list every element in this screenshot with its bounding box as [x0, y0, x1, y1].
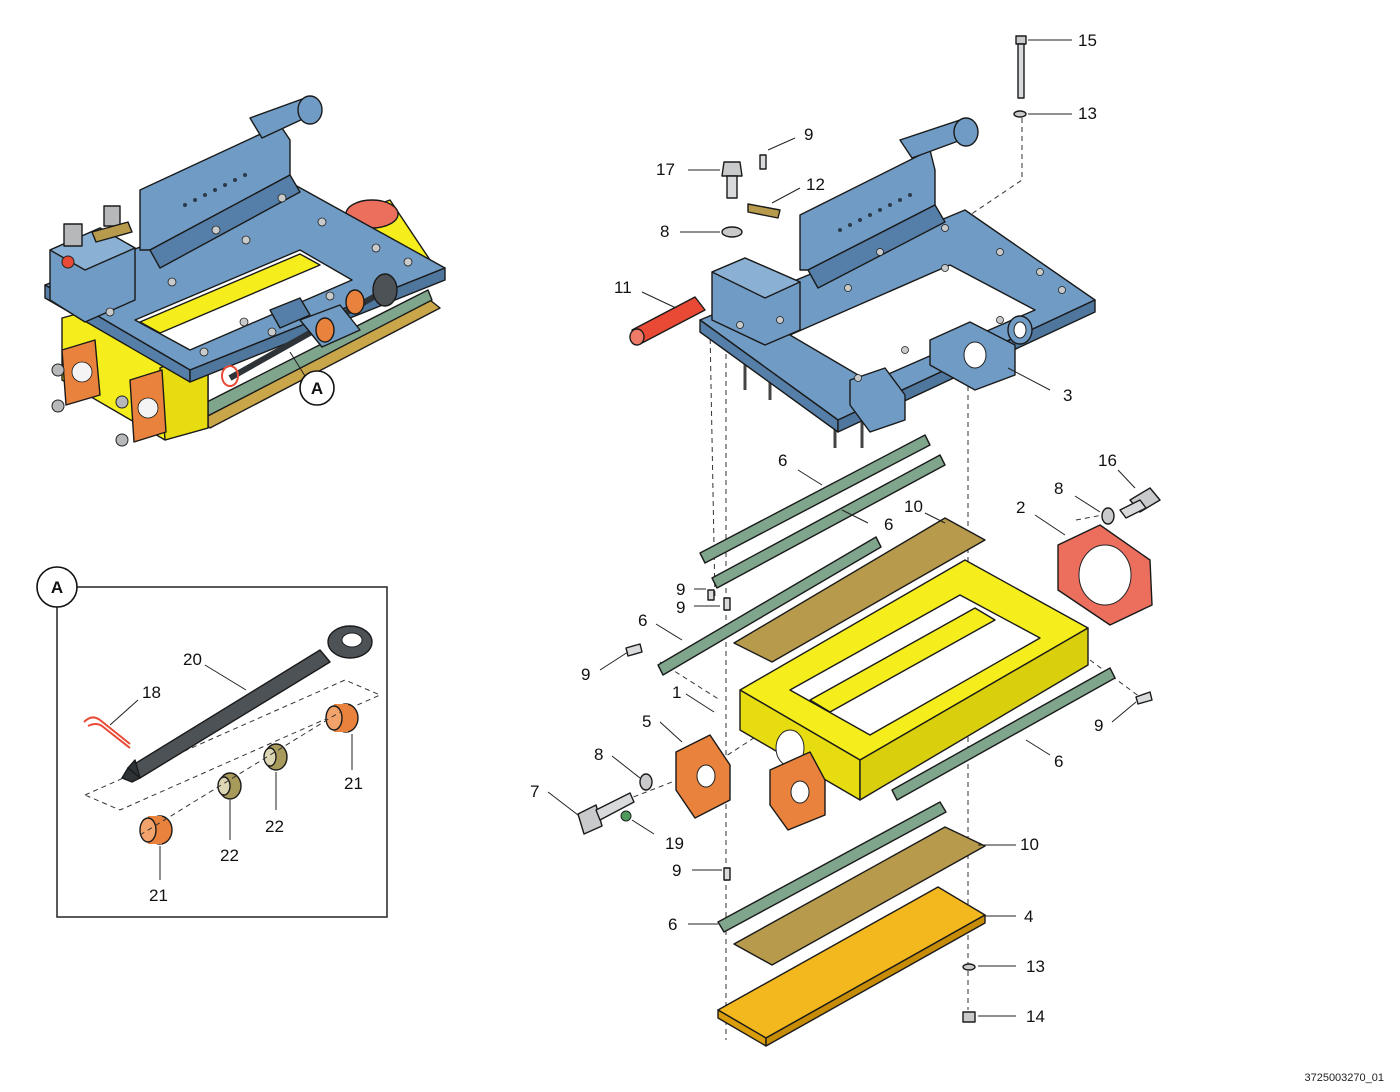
assembled-handle [139, 95, 323, 269]
callout-3: 3 [1063, 386, 1072, 405]
callout-15: 15 [1078, 31, 1097, 50]
callout-10-bottom: 10 [1020, 835, 1039, 854]
detail-a-badge [36, 566, 78, 608]
callout-8-right: 8 [1054, 479, 1063, 498]
part-9-pin-bottom [723, 867, 731, 881]
part-8-washer-right [1101, 507, 1115, 525]
part-9-pin-top [759, 154, 767, 170]
part-17-bolt [721, 161, 743, 199]
part-5-bracket-installed [769, 751, 826, 831]
part-2-flange [1057, 524, 1153, 626]
part-19-fitting [620, 810, 632, 822]
callout-9-top: 9 [804, 125, 813, 144]
callout-9-left-1: 9 [676, 580, 685, 599]
exploded-view: 15 13 9 17 12 8 11 3 16 8 2 10 6 6 9 9 6… [530, 31, 1161, 1047]
callout-22-left: 22 [220, 846, 239, 865]
part-6-strip-lower [717, 801, 947, 933]
part-5-bracket [675, 734, 731, 819]
callout-9-bottom: 9 [672, 861, 681, 880]
part-8-washer-top [721, 226, 743, 238]
callout-16: 16 [1098, 451, 1117, 470]
callout-6-right: 6 [1054, 752, 1063, 771]
callout-2: 2 [1016, 498, 1025, 517]
callout-6-bottom: 6 [668, 915, 677, 934]
detail-a-marker-label: A [311, 379, 323, 398]
assembled-right-bracket [115, 369, 167, 447]
part-6-strip-right [891, 667, 1116, 801]
part-11-pin [629, 296, 706, 346]
part-21-bushing-bottom [139, 815, 173, 845]
callout-13-top: 13 [1078, 104, 1097, 123]
callouts: 15 13 9 17 12 8 11 3 16 8 2 10 6 6 9 9 6… [530, 31, 1117, 1026]
part-21-bushing-top [325, 703, 359, 733]
part-6-strip-left [657, 536, 882, 676]
part-9-pin-side-left [625, 643, 643, 657]
part-14-nut [962, 1011, 976, 1023]
callout-19: 19 [665, 834, 684, 853]
callout-13-bottom: 13 [1026, 957, 1045, 976]
part-6-strip-upper-2 [711, 454, 946, 589]
part-1-yellow-chassis [739, 559, 1089, 801]
leader-lines [547, 39, 1137, 1017]
callout-21-top: 21 [344, 774, 363, 793]
part-13-washer-bottom [962, 963, 976, 971]
callout-9-left-2: 9 [676, 598, 685, 617]
part-18-cotter-pin [83, 716, 131, 749]
part-3-blue-frame [699, 117, 1096, 448]
callout-20: 20 [183, 650, 202, 669]
part-9-pin-side-right [1135, 691, 1153, 705]
assembled-view: A [44, 95, 446, 447]
detail-a-marker [299, 370, 335, 406]
callout-1: 1 [672, 683, 681, 702]
callout-11: 11 [614, 278, 632, 297]
callout-21-bottom: 21 [149, 886, 168, 905]
part-7-bolt [577, 792, 635, 835]
part-16-bolt [1119, 487, 1161, 519]
part-9-pin-left-1 [707, 589, 715, 601]
callout-8-mid: 8 [594, 745, 603, 764]
callout-9-side: 9 [581, 665, 590, 684]
callout-5: 5 [642, 712, 651, 731]
part-9-pin-left-2 [723, 597, 731, 611]
callout-8-top: 8 [660, 222, 669, 241]
assembled-rod-detail-a [221, 273, 398, 387]
part-13-washer-top [1013, 110, 1027, 118]
callout-6-top: 6 [778, 451, 787, 470]
callout-7: 7 [530, 782, 539, 801]
callout-9-right: 9 [1094, 716, 1103, 735]
callout-22-right: 22 [265, 817, 284, 836]
part-20-rod [121, 625, 373, 783]
detail-a-badge-label: A [51, 578, 63, 597]
drawing-number: 3725003270_01 [1304, 1072, 1384, 1084]
callout-4: 4 [1024, 907, 1033, 926]
detail-a-box: A [36, 566, 388, 918]
part-12-key [747, 203, 781, 219]
part-22-bushing-left [217, 772, 242, 800]
part-22-bushing-right [263, 743, 288, 771]
assembled-frame-bolts [105, 193, 413, 357]
callout-12: 12 [806, 175, 825, 194]
callout-10-top: 10 [904, 497, 923, 516]
callout-6-mid: 6 [884, 515, 893, 534]
part-4-base-plate [717, 886, 986, 1047]
part-6-strip-upper-1 [699, 434, 931, 564]
callout-6-left: 6 [638, 611, 647, 630]
part-15-long-bolt [1015, 35, 1027, 99]
callout-18: 18 [142, 683, 161, 702]
callout-14: 14 [1026, 1007, 1045, 1026]
part-10-plate-upper [733, 517, 986, 663]
part-10-plate-lower [733, 826, 986, 966]
callout-17: 17 [656, 160, 675, 179]
assembled-left-bracket [51, 339, 101, 413]
part-8-washer-mid [639, 773, 653, 791]
